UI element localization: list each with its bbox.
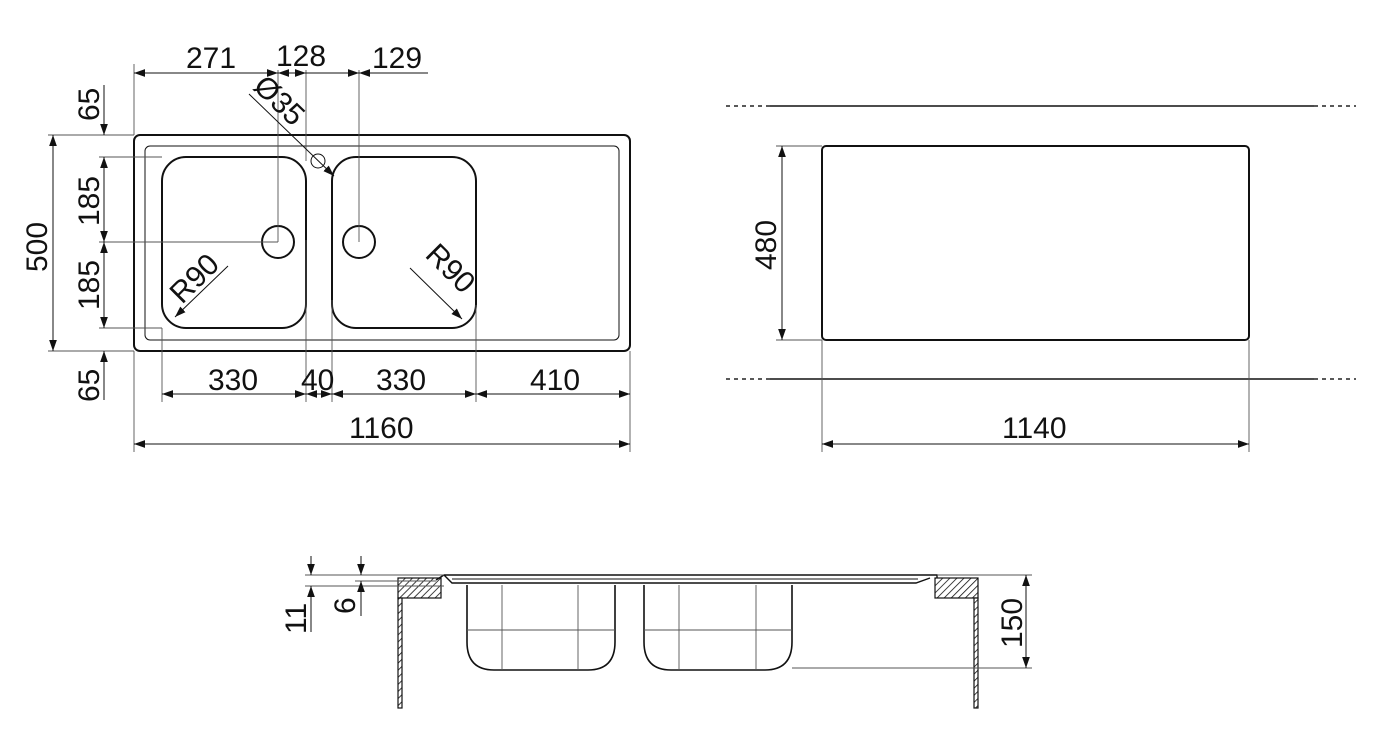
dim-500: 500 bbox=[21, 222, 54, 272]
cabinet-wall-left bbox=[397, 597, 403, 709]
dim-129: 129 bbox=[372, 42, 422, 75]
dim-150: 150 bbox=[996, 598, 1029, 648]
dim-40: 40 bbox=[301, 364, 334, 397]
left-dimension-chain: 65 185 185 65 500 bbox=[21, 85, 108, 402]
dim-radius-right: R90 bbox=[419, 238, 481, 300]
section-view: 150 11 6 bbox=[280, 556, 1032, 709]
dim-11: 11 bbox=[280, 603, 313, 634]
sink-top-view bbox=[133, 134, 631, 352]
dim-65-top: 65 bbox=[73, 88, 106, 121]
cabinet-wall-right bbox=[973, 597, 979, 709]
tap-hole-callout: Ø35 bbox=[247, 69, 335, 177]
dim-271: 271 bbox=[186, 42, 236, 75]
dim-480: 480 bbox=[750, 220, 783, 270]
sink-rim bbox=[435, 574, 938, 584]
section-left-bowl bbox=[466, 585, 616, 671]
dim-185-upper: 185 bbox=[73, 176, 106, 226]
top-dimension-chain: 271 128 129 bbox=[134, 40, 428, 77]
tap-hole bbox=[310, 153, 326, 169]
section-right-bowl bbox=[643, 585, 793, 671]
dim-tap-hole: Ø35 bbox=[247, 69, 311, 132]
dim-410: 410 bbox=[530, 364, 580, 397]
dim-185-lower: 185 bbox=[73, 260, 106, 310]
top-view-extension-lines bbox=[48, 64, 631, 452]
bottom-dimension-chain: 330 40 330 410 1160 bbox=[134, 364, 630, 448]
dim-6: 6 bbox=[329, 597, 362, 614]
dim-65-bottom: 65 bbox=[73, 369, 106, 402]
dim-1140: 1140 bbox=[1002, 412, 1067, 445]
radius-callouts: R90 R90 bbox=[164, 238, 481, 320]
sink-outline bbox=[133, 134, 631, 352]
dim-330-left: 330 bbox=[208, 364, 258, 397]
countertop-left bbox=[397, 577, 442, 599]
dim-1160: 1160 bbox=[349, 412, 414, 445]
cutout-outline bbox=[821, 145, 1250, 341]
dim-radius-left: R90 bbox=[164, 248, 226, 310]
right-bowl bbox=[331, 156, 477, 329]
cutout-view: 480 1140 bbox=[726, 105, 1356, 452]
dim-330-right: 330 bbox=[376, 364, 426, 397]
drainer-edge bbox=[144, 145, 620, 341]
countertop-right bbox=[934, 577, 979, 599]
dim-128: 128 bbox=[276, 40, 326, 73]
